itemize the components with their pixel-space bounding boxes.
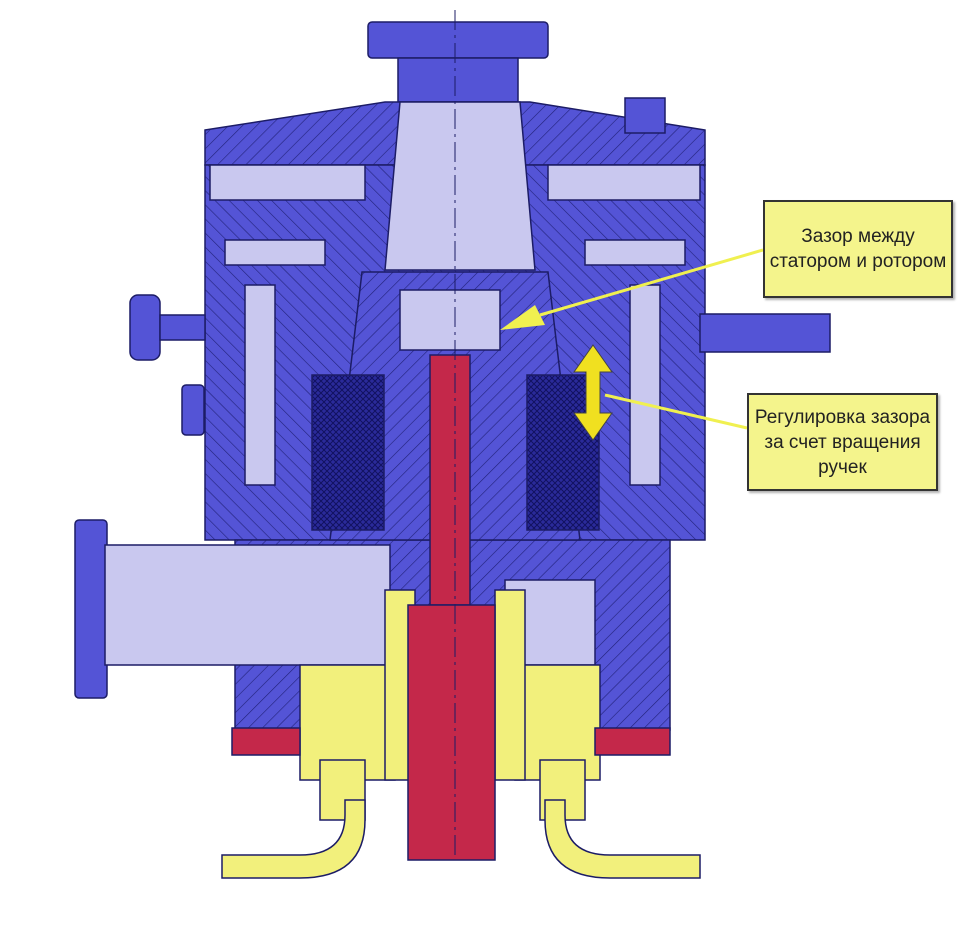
outlet-flange bbox=[74, 519, 108, 699]
callout-stator-rotor-gap: Зазор между статором и ротором bbox=[763, 200, 953, 298]
shaft bbox=[429, 354, 471, 606]
stator-coil-left bbox=[311, 374, 385, 531]
cooling-pipe-right bbox=[544, 799, 701, 879]
knob-right bbox=[699, 313, 831, 353]
top-flange bbox=[367, 21, 549, 59]
adjustment-arrow-icon bbox=[573, 344, 613, 441]
cooling-pipe-left bbox=[221, 799, 366, 879]
callout-gap-adjustment: Регулировка зазора за счет вращения руче… bbox=[747, 393, 938, 491]
inlet-cone bbox=[384, 101, 536, 271]
callout-adjustment-text: Регулировка зазора за счет вращения руче… bbox=[754, 406, 931, 478]
outlet-pipe bbox=[104, 544, 391, 666]
callout-gap-text: Зазор между статором и ротором bbox=[769, 226, 947, 272]
knob-left bbox=[129, 294, 161, 361]
